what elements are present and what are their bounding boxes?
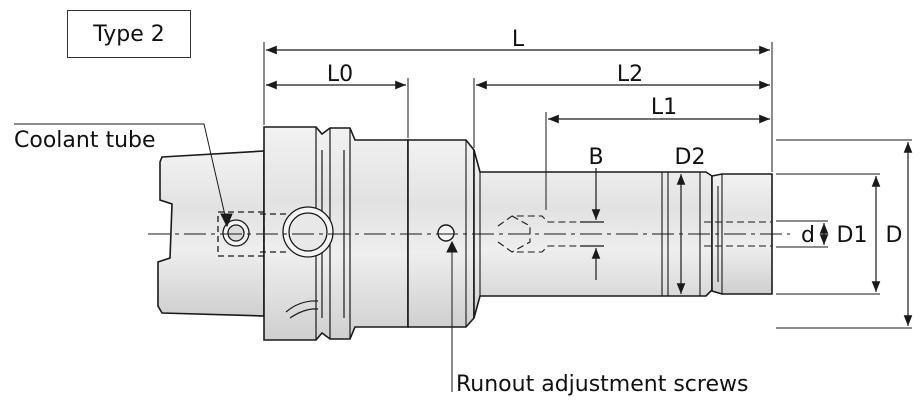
runout-screws-label: Runout adjustment screws [456, 372, 749, 397]
leader-lines [14, 123, 458, 392]
label-d: d [801, 223, 815, 248]
label-D: D [886, 223, 903, 248]
label-B: B [588, 145, 603, 170]
label-D2: D2 [675, 145, 706, 170]
type-label: Type 2 [67, 10, 191, 58]
dimension-lines [266, 45, 913, 326]
label-L: L [512, 27, 525, 52]
extension-lines [263, 42, 912, 329]
label-L0: L0 [327, 62, 353, 87]
label-L2: L2 [617, 62, 643, 87]
label-D1: D1 [837, 223, 868, 248]
runout-screw-hole [437, 224, 455, 242]
dimension-labels: L L0 L2 L1 B D2 d D1 D [327, 27, 903, 248]
label-L1: L1 [651, 95, 677, 120]
coolant-tube [217, 206, 334, 258]
coolant-leader [14, 123, 228, 225]
coolant-tube-label: Coolant tube [14, 128, 156, 153]
